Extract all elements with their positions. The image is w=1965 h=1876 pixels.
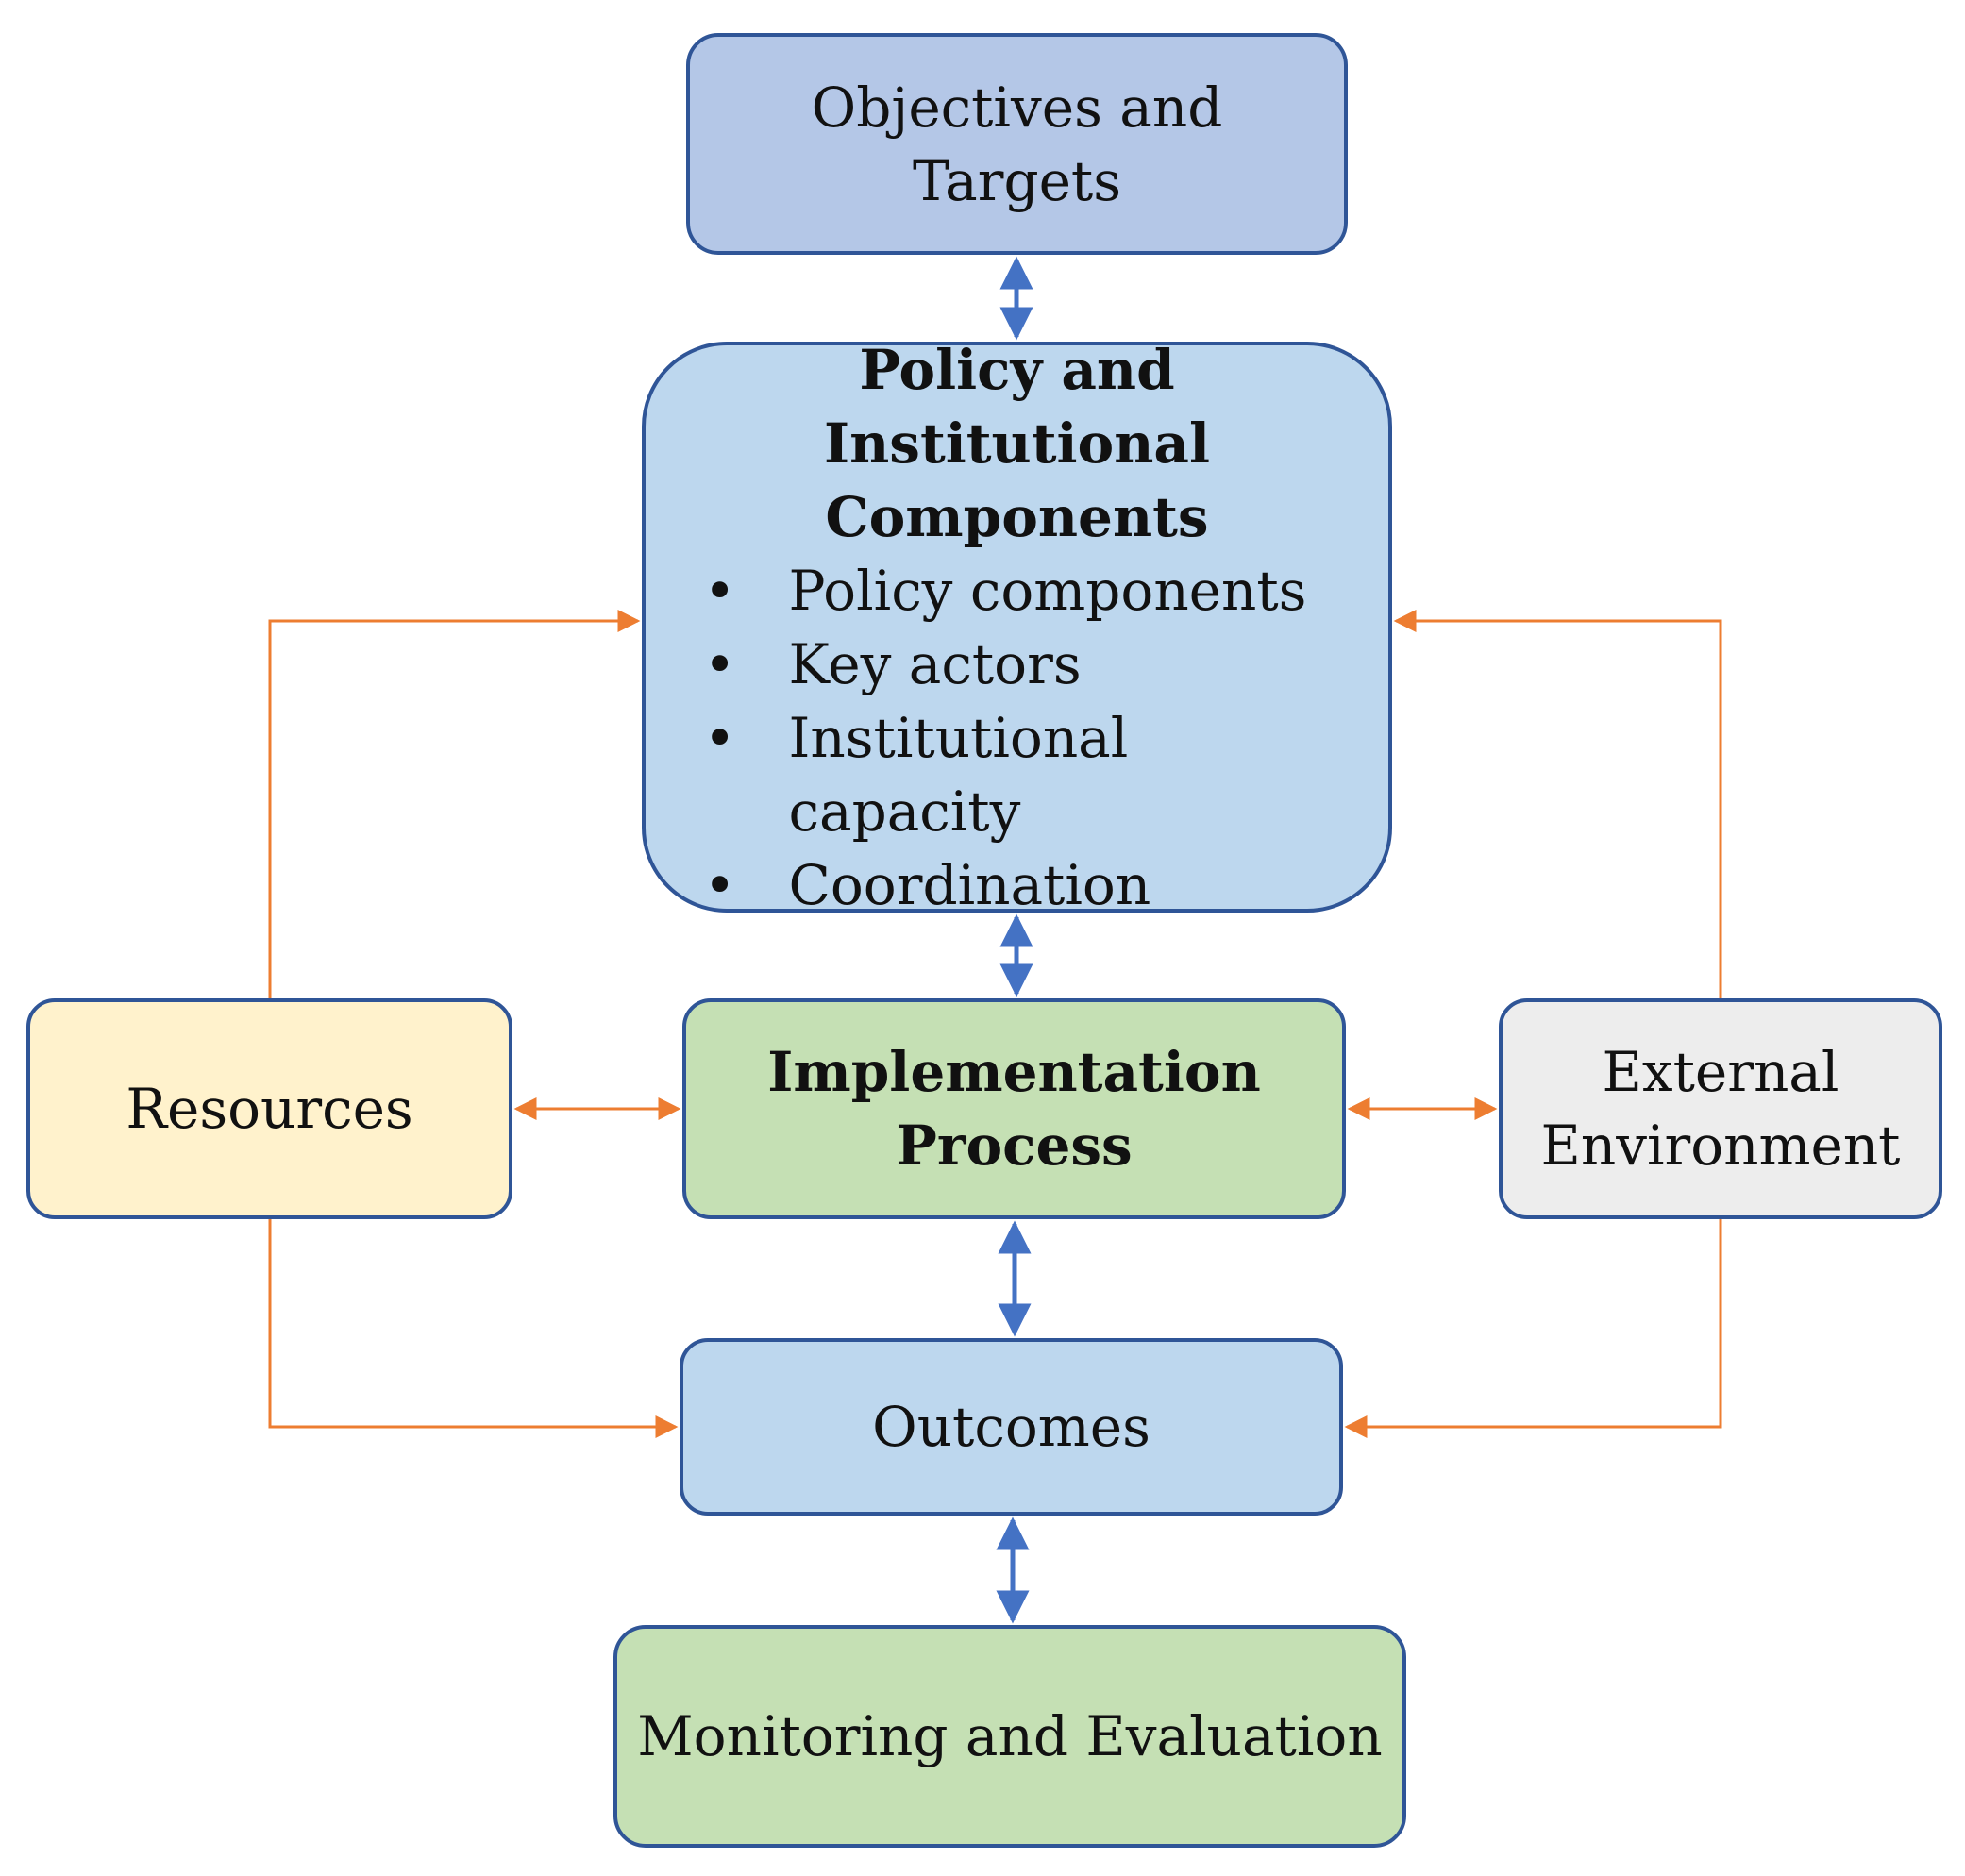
- bullet-icon: •: [703, 558, 736, 623]
- arrow-resources-policy: [268, 610, 641, 998]
- policy-and-institutional-components-box: Policy and Institutional Components • Po…: [642, 338, 1392, 917]
- objectives-and-targets-label: Objectives and Targets: [811, 75, 1223, 213]
- policy-component-list: • Policy components • Key actors • Insti…: [697, 554, 1338, 922]
- external-environment-box: External Environment: [1499, 998, 1942, 1219]
- outcomes-label: Outcomes: [872, 1395, 1150, 1459]
- objectives-and-targets-box: Objectives and Targets: [686, 33, 1348, 255]
- policy-title: Policy and Institutional Components: [823, 337, 1211, 549]
- arrow-external-outcomes: [1344, 1219, 1722, 1438]
- policy-list-item: • Institutional capacity: [697, 701, 1338, 848]
- policy-item-label: Policy components: [788, 558, 1307, 623]
- outcomes-box: Outcomes: [680, 1338, 1343, 1516]
- monitoring-and-evaluation-box: Monitoring and Evaluation: [613, 1625, 1406, 1848]
- implementation-process-box: Implementation Process: [682, 998, 1346, 1219]
- implementation-process-label: Implementation Process: [767, 1040, 1261, 1178]
- external-environment-label: External Environment: [1540, 1040, 1901, 1178]
- monitoring-and-evaluation-label: Monitoring and Evaluation: [637, 1704, 1383, 1768]
- arrow-external-policy: [1393, 610, 1722, 998]
- policy-item-label: Institutional capacity: [788, 705, 1129, 844]
- resources-box: Resources: [26, 998, 512, 1219]
- policy-item-label: Coordination: [788, 852, 1151, 917]
- policy-list-item: • Key actors: [697, 628, 1338, 701]
- resources-label: Resources: [126, 1077, 413, 1141]
- arrow-resources-outcomes: [268, 1219, 679, 1438]
- policy-item-label: Key actors: [788, 631, 1082, 696]
- bullet-icon: •: [703, 705, 736, 770]
- policy-list-item: • Coordination: [697, 848, 1338, 922]
- bullet-icon: •: [703, 852, 736, 917]
- policy-list-item: • Policy components: [697, 554, 1338, 628]
- bullet-icon: •: [703, 631, 736, 696]
